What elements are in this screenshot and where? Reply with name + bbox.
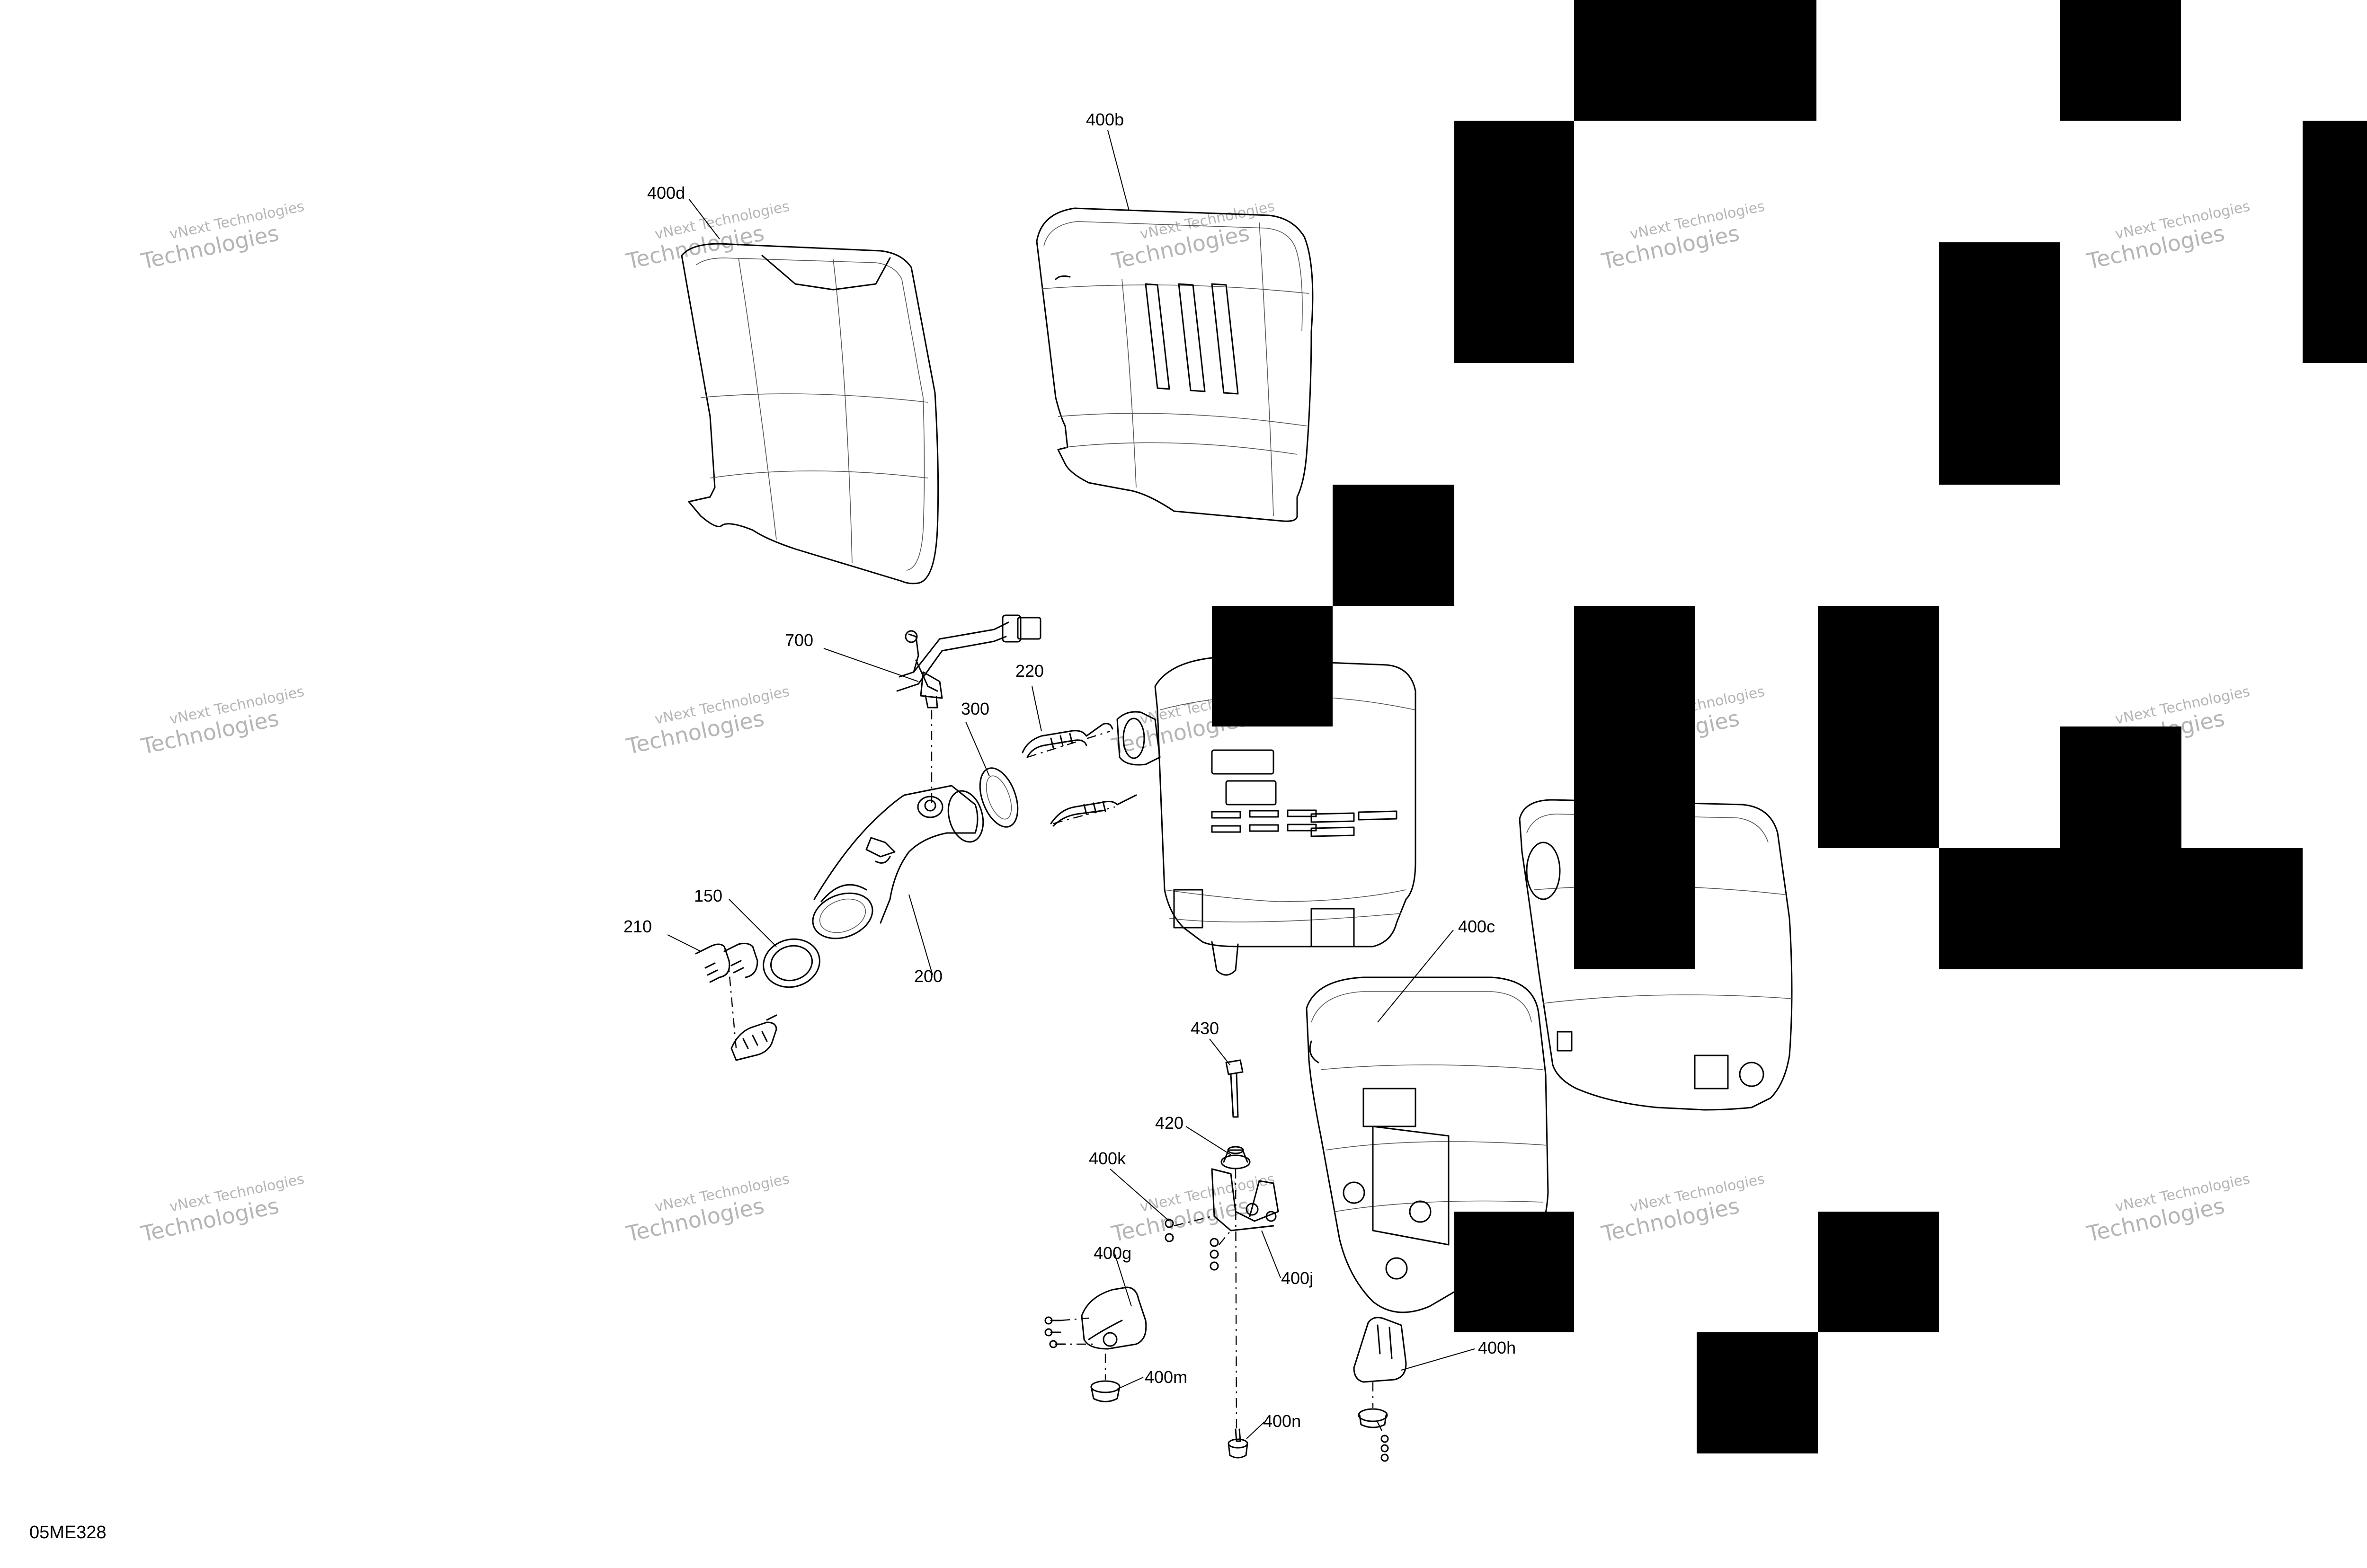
bracket-400j-drawing [1211, 1168, 1279, 1231]
spring-220-drawing [1022, 723, 1137, 827]
callout-300: 300 [961, 699, 989, 718]
callout-400c: 400c [1458, 917, 1495, 936]
mount-400m-drawing [1090, 1380, 1121, 1402]
redaction-blocks [1212, 0, 2367, 1453]
callout-400d: 400d [647, 183, 685, 203]
oxygen-sensor-700-drawing [896, 614, 1041, 709]
assembly-dash-lines [728, 710, 1386, 1437]
spring-210-drawing [695, 942, 777, 1061]
exhaust-pipe-200-drawing [812, 785, 984, 939]
callout-400h: 400h [1478, 1338, 1516, 1357]
callout-210: 210 [623, 917, 652, 936]
leader-lines [667, 130, 1475, 1439]
bolt-430-drawing [1225, 1059, 1244, 1118]
grommet-420-drawing [1220, 1146, 1251, 1169]
figure-reference: 05ME328 [29, 1523, 107, 1542]
screws-400k-drawing [1165, 1219, 1219, 1271]
bracket-400g-drawing [1044, 1286, 1147, 1350]
heat-shield-400d-drawing [681, 243, 939, 585]
callout-400m: 400m [1145, 1367, 1187, 1387]
callout-700: 700 [785, 630, 813, 650]
callout-150: 150 [694, 886, 722, 905]
callout-400j: 400j [1281, 1268, 1313, 1288]
bracket-400h-drawing [1353, 1317, 1407, 1462]
mount-400n-drawing [1228, 1428, 1248, 1459]
callout-200: 200 [914, 966, 943, 986]
callout-400b: 400b [1086, 110, 1124, 129]
ring-150-drawing [763, 938, 820, 988]
muffler-drawing [1116, 657, 1416, 976]
callout-400k: 400k [1089, 1149, 1126, 1168]
callout-420: 420 [1155, 1113, 1184, 1133]
callout-400g: 400g [1094, 1243, 1131, 1263]
gasket-300-drawing [979, 767, 1019, 828]
callout-430: 430 [1191, 1019, 1219, 1038]
callout-400n: 400n [1263, 1411, 1301, 1431]
callout-220: 220 [1015, 661, 1044, 681]
heat-shield-400b-drawing [1036, 207, 1314, 522]
callout-labels: 400d 400b 700 220 300 150 210 200 400c 4… [29, 110, 1516, 1542]
